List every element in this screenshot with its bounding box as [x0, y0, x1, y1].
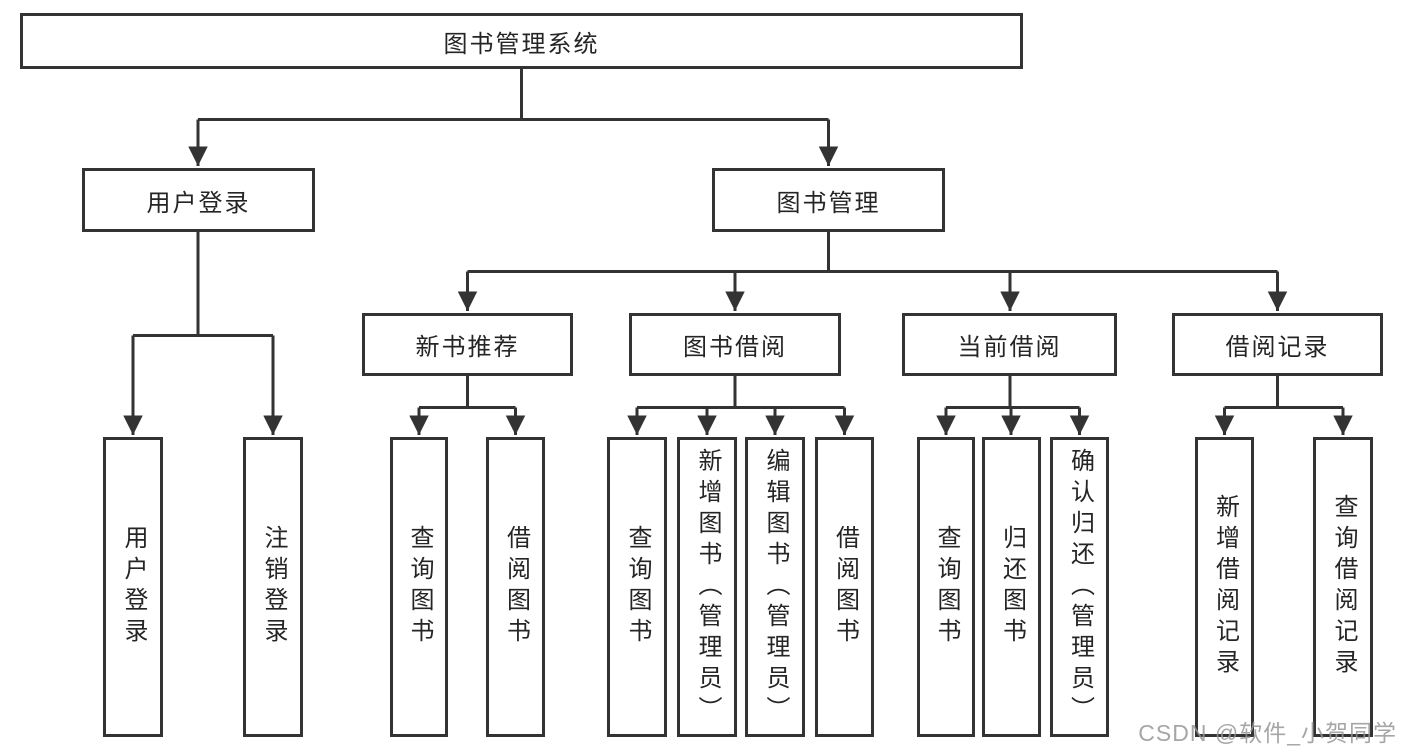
connector-new-book-trunk — [419, 376, 516, 409]
connector-user-login-trunk — [133, 232, 273, 337]
node-current-borrow: 当前借阅 — [902, 313, 1117, 376]
node-book-management: 图书管理 — [712, 168, 945, 232]
leaf-bb-query-books: 查询图书 — [607, 437, 667, 737]
leaf-bb-borrow-books: 借阅图书 — [815, 437, 874, 737]
leaf-bb-add-books-admin: 新增图书（管理员） — [677, 437, 737, 737]
connector-current-borrow-trunk — [946, 376, 1080, 409]
leaf-br-query-record: 查询借阅记录 — [1313, 437, 1373, 737]
leaf-br-add-record-label: 新增借阅记录 — [1211, 494, 1239, 680]
node-root-label: 图书管理系统 — [443, 30, 600, 58]
leaf-br-query-record-label: 查询借阅记录 — [1330, 494, 1357, 680]
leaf-bb-edit-books-admin-label: 编辑图书（管理员） — [762, 447, 789, 727]
watermark: CSDN @软件_小贺同学 — [1138, 720, 1397, 746]
connector-root-trunk — [198, 69, 829, 121]
leaf-nb-borrow-books-label: 借阅图书 — [502, 525, 530, 649]
node-book-management-label: 图书管理 — [776, 189, 881, 217]
leaf-nb-query-books: 查询图书 — [390, 437, 448, 737]
node-book-borrow: 图书借阅 — [629, 313, 841, 376]
leaf-nb-borrow-books: 借阅图书 — [486, 437, 545, 737]
leaf-cb-query-books: 查询图书 — [917, 437, 975, 737]
connector-book-borrow-trunk — [637, 376, 845, 409]
leaf-nb-query-books-label: 查询图书 — [406, 525, 433, 649]
leaf-logout-label: 注销登录 — [260, 525, 287, 649]
node-user-login-label: 用户登录 — [146, 189, 251, 217]
leaf-cb-return-books-label: 归还图书 — [998, 525, 1026, 649]
connector-borrow-record-trunk — [1224, 376, 1343, 409]
node-book-borrow-label: 图书借阅 — [683, 334, 787, 361]
node-user-login: 用户登录 — [82, 168, 315, 232]
node-new-book-recommend: 新书推荐 — [362, 313, 573, 376]
node-new-book-recommend-label: 新书推荐 — [415, 334, 520, 361]
node-borrow-record: 借阅记录 — [1172, 313, 1383, 376]
leaf-bb-edit-books-admin: 编辑图书（管理员） — [745, 437, 805, 737]
leaf-bb-query-books-label: 查询图书 — [624, 525, 651, 649]
leaf-logout: 注销登录 — [243, 437, 303, 737]
connector-book-management-trunk — [467, 232, 1278, 273]
leaf-br-add-record: 新增借阅记录 — [1195, 437, 1254, 737]
leaf-user-login-label: 用户登录 — [120, 525, 147, 649]
node-current-borrow-label: 当前借阅 — [957, 334, 1062, 361]
leaf-cb-confirm-return-admin: 确认归还（管理员） — [1050, 437, 1109, 737]
node-borrow-record-label: 借阅记录 — [1225, 334, 1330, 361]
leaf-bb-add-books-admin-label: 新增图书（管理员） — [694, 447, 721, 727]
leaf-user-login: 用户登录 — [103, 437, 163, 737]
leaf-cb-query-books-label: 查询图书 — [933, 525, 960, 649]
leaf-cb-confirm-return-admin-label: 确认归还（管理员） — [1066, 447, 1094, 727]
node-root: 图书管理系统 — [20, 13, 1023, 69]
leaf-cb-return-books: 归还图书 — [982, 437, 1041, 737]
leaf-bb-borrow-books-label: 借阅图书 — [831, 525, 859, 649]
